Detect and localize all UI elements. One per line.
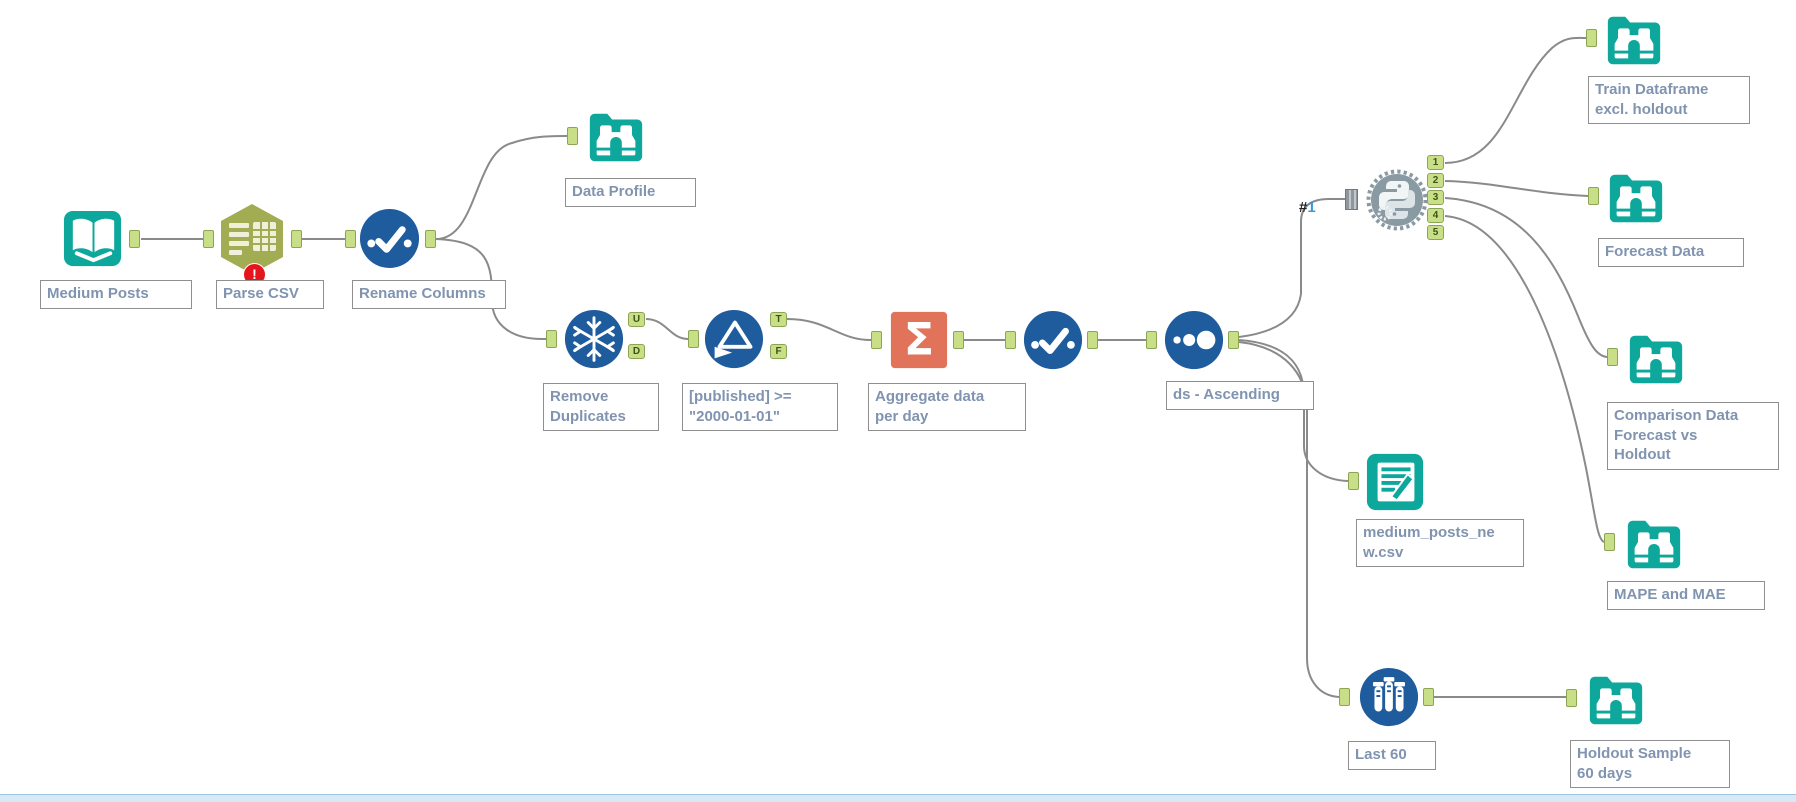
tool-last60[interactable] xyxy=(1358,666,1420,728)
input-anchor-csv-output[interactable] xyxy=(1348,472,1359,490)
label-holdout-browse[interactable]: Holdout Sample 60 days xyxy=(1570,740,1730,788)
label-parse-csv[interactable]: Parse CSV xyxy=(216,280,324,309)
wire-filter-t-to-summarize[interactable] xyxy=(786,318,872,341)
tool-forecast-browse[interactable] xyxy=(1605,166,1667,228)
input-anchor-holdout-browse[interactable] xyxy=(1566,689,1577,707)
test-tubes-sample-icon xyxy=(1359,667,1419,727)
wire-python3-to-comparison[interactable] xyxy=(1444,197,1608,358)
tool-aggregate[interactable]: Σ xyxy=(888,309,950,371)
canvas-bottom-edge xyxy=(0,794,1796,802)
output-anchor-aggregate[interactable] xyxy=(953,331,964,349)
tool-medium-posts[interactable] xyxy=(62,207,125,270)
output-anchor-python-3[interactable]: 3 xyxy=(1427,190,1444,205)
input-anchor-filter[interactable] xyxy=(688,330,699,348)
output-anchor-filter-t[interactable]: T xyxy=(770,312,787,327)
tool-select-fields[interactable] xyxy=(1022,309,1084,371)
tool-sort-ds[interactable] xyxy=(1163,309,1225,371)
tool-remove-duplicates[interactable] xyxy=(563,308,625,370)
label-sort-ds[interactable]: ds - Ascending xyxy=(1166,381,1314,410)
book-input-icon xyxy=(63,210,122,267)
tool-train-browse[interactable] xyxy=(1603,8,1665,70)
wire-sort-to-csv[interactable] xyxy=(1238,339,1349,482)
output-anchor-rename-columns[interactable] xyxy=(425,230,436,248)
input-anchor-last60[interactable] xyxy=(1339,688,1350,706)
output-anchor-unique-u[interactable]: U xyxy=(628,312,645,327)
wire-python4-to-mape[interactable] xyxy=(1444,215,1605,543)
input-anchor-mape-browse[interactable] xyxy=(1604,533,1615,551)
tool-csv-output[interactable] xyxy=(1365,450,1427,512)
input-anchor-parse-csv[interactable] xyxy=(203,230,214,248)
checkmark-select-icon xyxy=(359,208,420,269)
output-anchor-python-4[interactable]: 4 xyxy=(1427,208,1444,223)
binoculars-browse-icon xyxy=(1589,676,1643,725)
tool-python-forecast[interactable] xyxy=(1365,168,1429,232)
label-csv-output[interactable]: medium_posts_ne w.csv xyxy=(1356,519,1524,567)
tool-parse-csv[interactable] xyxy=(216,203,288,275)
label-last60[interactable]: Last 60 xyxy=(1348,741,1436,770)
output-anchor-medium-posts[interactable] xyxy=(129,230,140,248)
list-table-hexagon-icon xyxy=(221,204,283,274)
binoculars-browse-icon xyxy=(1629,335,1683,384)
tool-data-profile[interactable] xyxy=(585,105,647,167)
binoculars-browse-icon xyxy=(1609,174,1663,223)
funnel-filter-icon xyxy=(704,309,764,369)
wire-python1-to-train[interactable] xyxy=(1444,36,1587,164)
input-connector-python[interactable] xyxy=(1345,189,1358,210)
tool-mape-browse[interactable] xyxy=(1623,512,1685,574)
label-train-browse[interactable]: Train Dataframe excl. holdout xyxy=(1588,76,1750,124)
wire-rename-to-dataprofile[interactable] xyxy=(435,135,568,240)
label-aggregate[interactable]: Aggregate data per day xyxy=(868,383,1026,431)
wire-label-1: #1 xyxy=(1299,199,1316,216)
input-anchor-data-profile[interactable] xyxy=(567,127,578,145)
output-anchor-sort[interactable] xyxy=(1228,331,1239,349)
wire-unique-u-to-filter[interactable] xyxy=(645,318,689,340)
snowflake-unique-icon xyxy=(564,309,624,369)
binoculars-browse-icon xyxy=(1607,16,1661,65)
output-anchor-select-fields[interactable] xyxy=(1087,331,1098,349)
input-anchor-sort[interactable] xyxy=(1146,331,1157,349)
label-mape-browse[interactable]: MAPE and MAE xyxy=(1607,581,1765,610)
sigma-summarize-icon: Σ xyxy=(890,311,948,369)
output-anchor-python-1[interactable]: 1 xyxy=(1427,155,1444,170)
dots-sort-icon xyxy=(1164,310,1224,370)
binoculars-browse-icon xyxy=(1627,520,1681,569)
wire-python2-to-forecast[interactable] xyxy=(1444,180,1589,197)
input-anchor-train-browse[interactable] xyxy=(1586,29,1597,47)
tool-holdout-browse[interactable] xyxy=(1585,668,1647,730)
input-anchor-aggregate[interactable] xyxy=(871,331,882,349)
label-comparison-browse[interactable]: Comparison Data Forecast vs Holdout xyxy=(1607,402,1779,470)
wire-sort-to-last60[interactable] xyxy=(1238,341,1340,698)
tool-rename-columns[interactable] xyxy=(358,207,421,270)
output-anchor-unique-d[interactable]: D xyxy=(628,344,645,359)
output-anchor-last60[interactable] xyxy=(1423,688,1434,706)
svg-text:Σ: Σ xyxy=(904,314,934,366)
label-filter-published[interactable]: [published] >= "2000-01-01" xyxy=(682,383,838,431)
label-data-profile[interactable]: Data Profile xyxy=(565,178,696,207)
label-rename-columns[interactable]: Rename Columns xyxy=(352,280,506,309)
wire-sort-to-python[interactable] xyxy=(1238,198,1345,338)
output-anchor-python-5[interactable]: 5 xyxy=(1427,225,1444,240)
tool-filter-published[interactable] xyxy=(703,308,765,370)
input-anchor-comparison-browse[interactable] xyxy=(1607,348,1618,366)
checkmark-select-icon xyxy=(1023,310,1083,370)
output-anchor-parse-csv[interactable] xyxy=(291,230,302,248)
tool-comparison-browse[interactable] xyxy=(1625,327,1687,389)
binoculars-browse-icon xyxy=(589,113,643,162)
label-forecast-browse[interactable]: Forecast Data xyxy=(1598,238,1744,267)
input-anchor-remove-duplicates[interactable] xyxy=(546,330,557,348)
label-medium-posts[interactable]: Medium Posts xyxy=(40,280,192,309)
input-anchor-rename-columns[interactable] xyxy=(345,230,356,248)
output-anchor-filter-f[interactable]: F xyxy=(770,344,787,359)
label-remove-duplicates[interactable]: Remove Duplicates xyxy=(543,383,659,431)
python-gear-icon xyxy=(1366,169,1428,231)
input-anchor-select-fields[interactable] xyxy=(1005,331,1016,349)
output-anchor-python-2[interactable]: 2 xyxy=(1427,173,1444,188)
input-anchor-forecast-browse[interactable] xyxy=(1588,187,1599,205)
page-pencil-output-icon xyxy=(1366,453,1424,511)
